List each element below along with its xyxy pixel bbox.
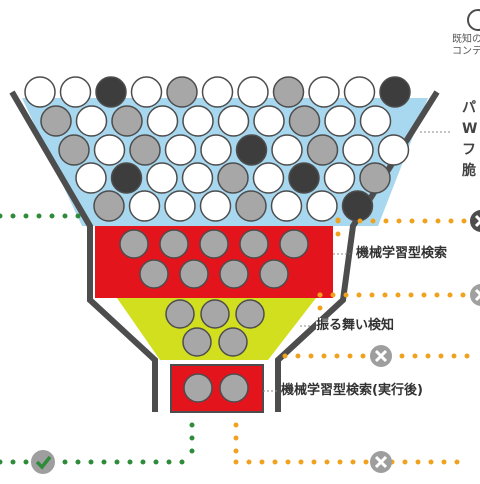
ball-gray xyxy=(235,190,267,222)
ball-gray xyxy=(165,299,195,329)
ball-white xyxy=(237,76,269,108)
ball-white xyxy=(324,105,356,137)
stage-balls-group xyxy=(119,229,309,403)
top-balls-group xyxy=(24,76,411,222)
side-text-1: パ xyxy=(462,100,476,116)
stage-label-ml-search-post: 機械学習型検索(実行後) xyxy=(281,383,423,399)
ball-dark xyxy=(95,76,127,108)
ball-white xyxy=(164,190,196,222)
ball-gray xyxy=(40,105,72,137)
ball-gray xyxy=(199,229,229,259)
ball-gray xyxy=(219,373,249,403)
ball-gray xyxy=(159,229,189,259)
ball-white xyxy=(359,105,392,137)
ball-gray xyxy=(183,373,213,403)
ball-gray xyxy=(139,259,169,289)
ball-gray xyxy=(239,229,269,259)
ball-gray xyxy=(200,299,230,329)
ball-white xyxy=(200,134,232,166)
ball-white xyxy=(75,105,108,137)
ball-white xyxy=(146,105,179,137)
ball-white xyxy=(75,162,107,194)
pass-check-icon xyxy=(31,450,55,474)
ball-white xyxy=(130,76,163,108)
ball-white xyxy=(59,76,92,108)
ball-white xyxy=(343,76,376,108)
ball-white xyxy=(164,134,197,166)
ball-gray xyxy=(288,105,321,137)
ball-gray xyxy=(279,229,309,259)
ball-gray xyxy=(93,190,125,222)
known-content-icon xyxy=(467,9,480,31)
stage-label-ml-search: 機械学習型検索 xyxy=(356,246,448,262)
known-content-label-1: 既知の xyxy=(452,34,480,45)
ball-white xyxy=(323,162,356,194)
known-content-label-2: コンテ xyxy=(452,46,480,57)
ball-white xyxy=(128,190,161,222)
ball-white xyxy=(181,162,214,194)
ball-white xyxy=(217,105,250,137)
block-x-icon xyxy=(370,451,392,473)
ball-gray xyxy=(58,134,90,166)
block-x-icon xyxy=(470,284,480,306)
stage-label-behavior-detection: 振る舞い検知 xyxy=(316,318,395,334)
ball-gray xyxy=(218,327,248,357)
side-text-3: フ xyxy=(462,142,476,158)
ball-dark xyxy=(110,162,143,194)
ball-gray xyxy=(129,134,161,166)
ball-gray xyxy=(235,299,265,329)
ball-gray xyxy=(259,259,289,289)
block-x-icon xyxy=(370,345,392,367)
ball-white xyxy=(308,76,340,108)
ball-gray xyxy=(182,327,212,357)
ball-white xyxy=(93,134,126,166)
ball-gray xyxy=(359,162,391,194)
ball-white xyxy=(182,105,214,137)
ball-white xyxy=(201,76,234,108)
ball-white xyxy=(199,190,232,222)
ball-gray xyxy=(166,76,198,108)
ball-gray xyxy=(119,229,149,259)
ball-white xyxy=(146,162,178,194)
ball-white xyxy=(377,134,410,166)
ball-gray xyxy=(306,134,339,166)
ball-white xyxy=(342,134,374,166)
ball-white xyxy=(270,190,303,222)
funnel-left-wall xyxy=(9,90,158,412)
ball-gray xyxy=(272,76,305,108)
side-text-2: W xyxy=(462,121,478,137)
ball-white xyxy=(271,134,303,166)
ball-dark xyxy=(288,162,320,194)
ball-gray xyxy=(111,105,143,137)
block-x-icon xyxy=(470,210,480,232)
ball-gray xyxy=(179,259,209,289)
ball-gray xyxy=(217,162,249,194)
ball-white xyxy=(306,190,338,222)
ball-dark xyxy=(379,76,411,108)
ball-dark xyxy=(341,190,374,222)
ball-white xyxy=(252,162,285,194)
ball-white xyxy=(24,76,56,108)
side-text-4: 脆 xyxy=(462,163,476,179)
ball-gray xyxy=(219,259,249,289)
ball-white xyxy=(253,105,285,137)
ball-dark xyxy=(235,134,268,166)
